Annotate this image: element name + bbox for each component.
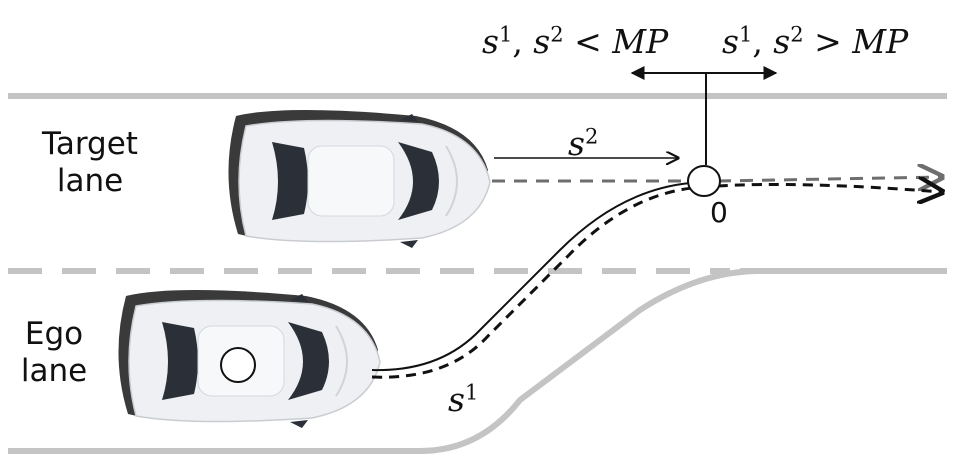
ego-trajectory-dashed xyxy=(371,186,693,379)
s1-label: s1 xyxy=(448,380,479,419)
target-continuation-path xyxy=(717,177,942,181)
target-lane-label-line2: lane xyxy=(56,163,124,199)
ego-lane-label-line2: lane xyxy=(20,353,88,389)
merge-point-label: 0 xyxy=(710,196,728,229)
merge-point-circle xyxy=(687,165,721,197)
road-bottom-edge xyxy=(8,268,761,454)
ego-lane-label: Ego lane xyxy=(4,316,104,390)
condition-left: s1, s2 < MP xyxy=(482,22,669,61)
ego-trajectory-solid xyxy=(371,182,691,372)
target-lane-label-line1: Target xyxy=(42,126,138,162)
target-lane-label: Target lane xyxy=(20,126,160,200)
condition-right: s1, s2 > MP xyxy=(722,22,909,61)
target-vehicle xyxy=(227,109,491,249)
ego-lane-label-line1: Ego xyxy=(24,316,84,352)
ego-reference-point xyxy=(220,347,256,383)
s2-label: s2 xyxy=(568,124,599,163)
ego-continuation-path xyxy=(717,184,942,192)
